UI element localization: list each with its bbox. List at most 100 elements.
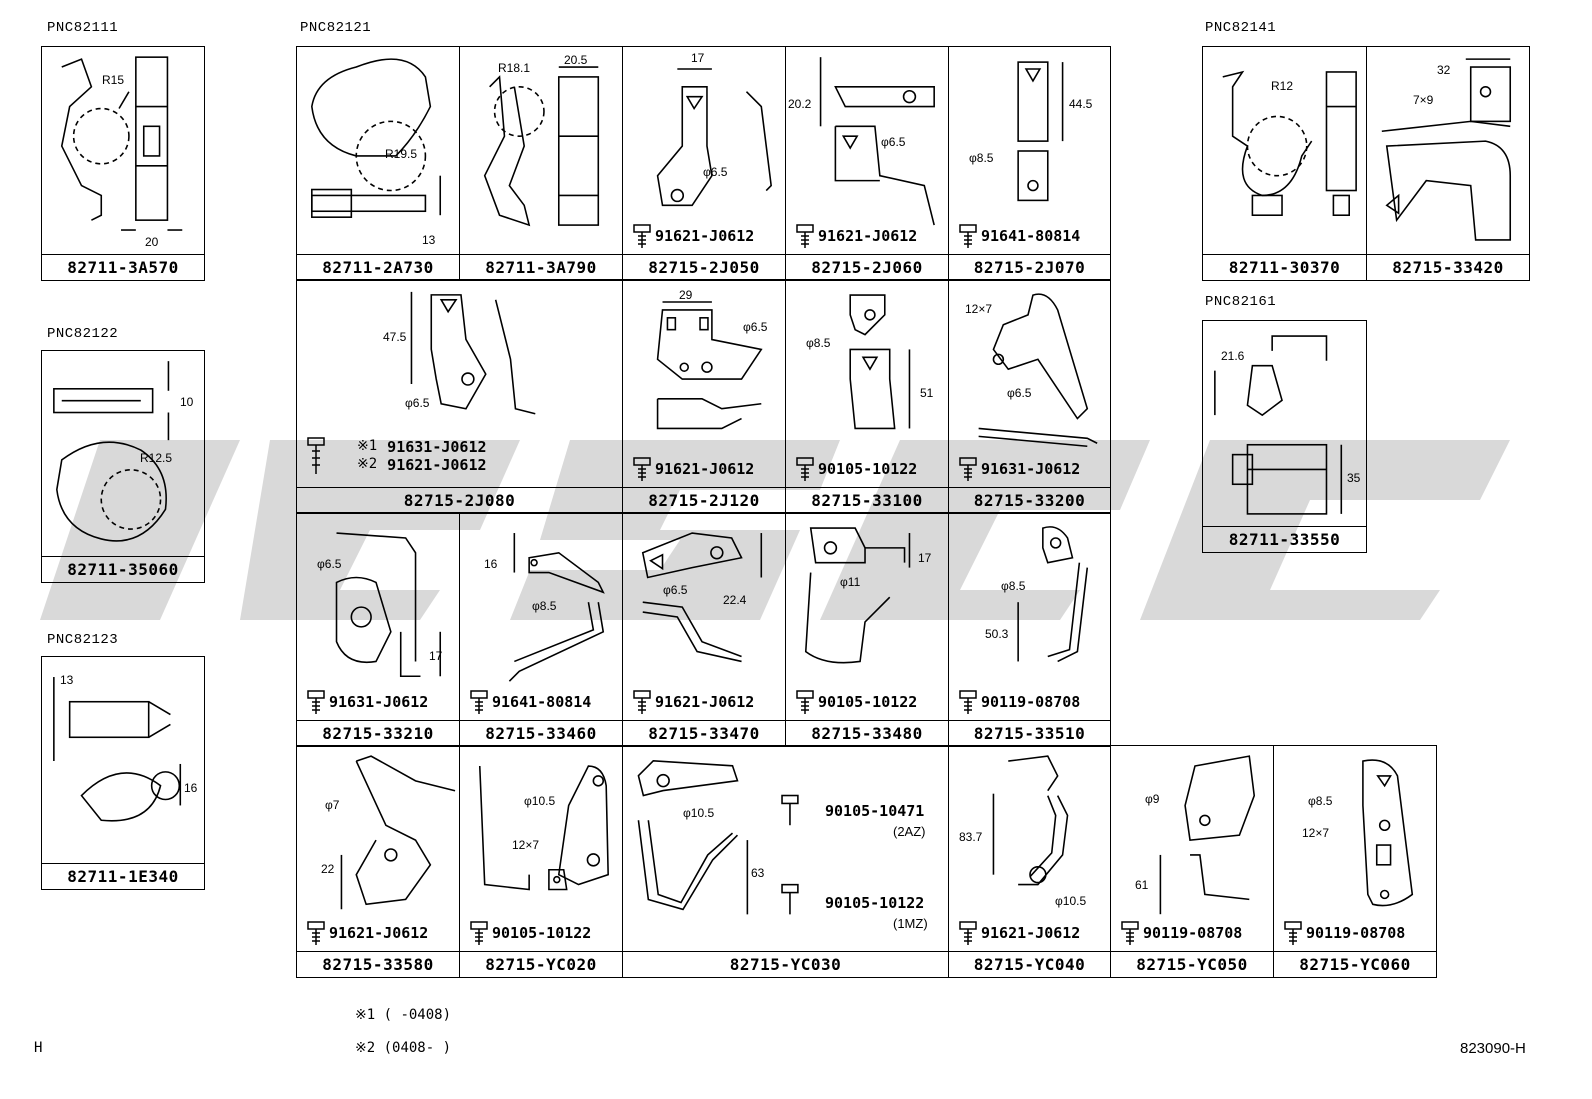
part-drawing: φ8.5 12×7: [1274, 746, 1436, 952]
part-number[interactable]: 82715-33470: [623, 720, 785, 746]
part-cell-82715-33580[interactable]: φ7 22 91621-J0612 82715-33580: [296, 745, 460, 978]
bolt-part-number[interactable]: 90105-10122: [818, 460, 918, 478]
part-number[interactable]: 82715-33100: [786, 487, 948, 513]
part-number[interactable]: 82715-2J060: [786, 254, 948, 280]
part-cell-82715-2j080[interactable]: 47.5 φ6.5 ※1 91631-J0612 ※2 91621-J0612 …: [296, 279, 623, 514]
dim-hole: φ10.5: [524, 794, 556, 808]
part-cell-82715-yc050[interactable]: φ9 61 90119-08708 82715-YC050: [1110, 745, 1274, 978]
part-cell-82715-2j060[interactable]: 20.2 φ6.5 91621-J0612 82715-2J060: [785, 46, 949, 281]
bolt-icon: [307, 437, 325, 474]
part-cell-82715-33510[interactable]: φ8.5 50.3 90119-08708 82715-33510: [948, 512, 1111, 747]
part-number[interactable]: 82715-YC060: [1274, 951, 1436, 977]
part-number[interactable]: 82711-1E340: [42, 863, 204, 889]
part-drawing: 21.6 35: [1203, 321, 1366, 527]
part-drawing: φ10.5 63 90105-10471 (2AZ) 90105-10122 (…: [623, 746, 948, 952]
part-drawing: 29 φ6.5: [623, 280, 785, 488]
part-number[interactable]: 82711-2A730: [297, 254, 459, 280]
bolt-part-number[interactable]: 90105-10122: [492, 924, 592, 942]
dim-radius: R12.5: [140, 451, 173, 465]
figure-number: 823090-H: [1460, 1040, 1526, 1057]
part-number[interactable]: 82715-33580: [297, 951, 459, 977]
group-label-pnc82121: PNC82121: [300, 20, 372, 36]
bolt-part-number[interactable]: 91621-J0612: [981, 924, 1081, 942]
bolt-part-number[interactable]: 91621-J0612: [818, 227, 918, 245]
part-cell-82715-33420[interactable]: 32 7×9 82715-33420: [1366, 46, 1530, 281]
bolt-part-number[interactable]: 90119-08708: [1306, 924, 1406, 942]
part-cell-82715-33470[interactable]: φ6.5 22.4 91621-J0612 82715-33470: [622, 512, 786, 747]
dim-height: 51: [920, 386, 934, 400]
part-cell-82715-33100[interactable]: φ8.5 51 90105-10122 82715-33100: [785, 279, 949, 514]
part-number[interactable]: 82715-33460: [460, 720, 622, 746]
part-cell-82715-yc030[interactable]: φ10.5 63 90105-10471 (2AZ) 90105-10122 (…: [622, 745, 949, 978]
part-cell-82715-yc020[interactable]: φ10.5 12×7 90105-10122 82715-YC020: [459, 745, 623, 978]
bolt-part-number[interactable]: 91641-80814: [492, 693, 592, 711]
part-cell-82715-yc060[interactable]: φ8.5 12×7 90119-08708 82715-YC060: [1273, 745, 1437, 978]
part-number[interactable]: 82711-35060: [42, 556, 204, 582]
dim-height: 63: [751, 866, 765, 880]
bolt-part-number[interactable]: 90119-08708: [981, 693, 1081, 711]
bolt-part-number[interactable]: 91621-J0612: [387, 456, 487, 474]
part-number[interactable]: 82715-33480: [786, 720, 948, 746]
bolt-callout: 90105-10122: [794, 689, 917, 715]
part-cell-82711-35060[interactable]: 10 R12.5 82711-35060: [41, 350, 205, 583]
part-cell-82711-33550[interactable]: 21.6 35 82711-33550: [1202, 320, 1367, 553]
bolt-callout: 91621-J0612: [305, 920, 428, 946]
part-cell-82715-yc040[interactable]: 83.7 φ10.5 91621-J0612 82715-YC040: [948, 745, 1111, 978]
part-cell-82711-3a570[interactable]: R15 20 82711-3A570: [41, 46, 205, 281]
part-number[interactable]: 82715-YC050: [1111, 951, 1273, 977]
bolt-part-number[interactable]: 90105-10471: [825, 802, 925, 820]
bolt-part-number[interactable]: 91621-J0612: [655, 227, 755, 245]
bolt-part-number[interactable]: 91621-J0612: [655, 460, 755, 478]
part-number[interactable]: 82715-YC030: [623, 951, 948, 977]
bolt-icon: [796, 457, 814, 481]
part-cell-82711-2a730[interactable]: R19.5 13 82711-2A730: [296, 46, 460, 281]
part-number[interactable]: 82711-3A790: [460, 254, 622, 280]
part-number[interactable]: 82711-30370: [1203, 254, 1366, 280]
part-cell-82715-2j070[interactable]: 44.5 φ8.5 91641-80814 82715-2J070: [948, 46, 1111, 281]
part-number[interactable]: 82715-33420: [1367, 254, 1529, 280]
bolt-part-number[interactable]: 91631-J0612: [981, 460, 1081, 478]
bolt-callout: 91621-J0612: [794, 223, 917, 249]
dim-height: 83.7: [959, 830, 983, 844]
part-cell-82715-2j120[interactable]: 29 φ6.5 91621-J0612 82715-2J120: [622, 279, 786, 514]
part-number[interactable]: 82715-2J070: [949, 254, 1110, 280]
dim-hole: φ6.5: [1007, 386, 1032, 400]
bolt-part-number[interactable]: 90105-10122: [818, 693, 918, 711]
part-cell-82715-2j050[interactable]: 17 φ6.5 91621-J0612 82715-2J050: [622, 46, 786, 281]
part-number[interactable]: 82715-2J080: [297, 487, 622, 513]
bolt-part-number[interactable]: 90119-08708: [1143, 924, 1243, 942]
bolt-part-number[interactable]: 91631-J0612: [329, 693, 429, 711]
part-cell-82715-33200[interactable]: 12×7 φ6.5 91631-J0612 82715-33200: [948, 279, 1111, 514]
part-number[interactable]: 82715-33210: [297, 720, 459, 746]
bolt-icon: [796, 224, 814, 248]
bolt-part-number[interactable]: 91621-J0612: [329, 924, 429, 942]
dim-hole: φ6.5: [663, 583, 688, 597]
part-number[interactable]: 82715-YC040: [949, 951, 1110, 977]
bolt-part-number[interactable]: 91631-J0612: [387, 438, 487, 456]
part-number[interactable]: 82715-2J050: [623, 254, 785, 280]
dim-hole: φ7: [325, 798, 340, 812]
part-number[interactable]: 82715-2J120: [623, 487, 785, 513]
bolt-part-number[interactable]: 90105-10122: [825, 894, 925, 912]
part-cell-82715-33210[interactable]: φ6.5 17 91631-J0612 82715-33210: [296, 512, 460, 747]
dim-height: 13: [422, 233, 436, 247]
part-number[interactable]: 82711-33550: [1203, 526, 1366, 552]
dim-hole: φ6.5: [743, 320, 768, 334]
dim-height: 21.6: [1221, 349, 1245, 363]
part-number[interactable]: 82711-3A570: [42, 254, 204, 280]
bolt-callout: 91621-J0612: [631, 456, 754, 482]
bolt-part-number[interactable]: 91641-80814: [981, 227, 1081, 245]
part-cell-82711-30370[interactable]: R12 82711-30370: [1202, 46, 1367, 281]
part-number[interactable]: 82715-33200: [949, 487, 1110, 513]
bolt-callout: ※1 91631-J0612 ※2 91621-J0612: [305, 436, 487, 476]
part-number[interactable]: 82715-YC020: [460, 951, 622, 977]
dim-hole: φ6.5: [881, 135, 906, 149]
part-number[interactable]: 82715-33510: [949, 720, 1110, 746]
part-cell-82711-3a790[interactable]: R18.1 20.5 82711-3A790: [459, 46, 623, 281]
part-cell-82715-33480[interactable]: 17 φ11 90105-10122 82715-33480: [785, 512, 949, 747]
bolt-part-number[interactable]: 91621-J0612: [655, 693, 755, 711]
bolt-icon: [796, 690, 814, 714]
part-cell-82715-33460[interactable]: 16 φ8.5 91641-80814 82715-33460: [459, 512, 623, 747]
part-cell-82711-1e340[interactable]: 13 16 82711-1E340: [41, 656, 205, 890]
